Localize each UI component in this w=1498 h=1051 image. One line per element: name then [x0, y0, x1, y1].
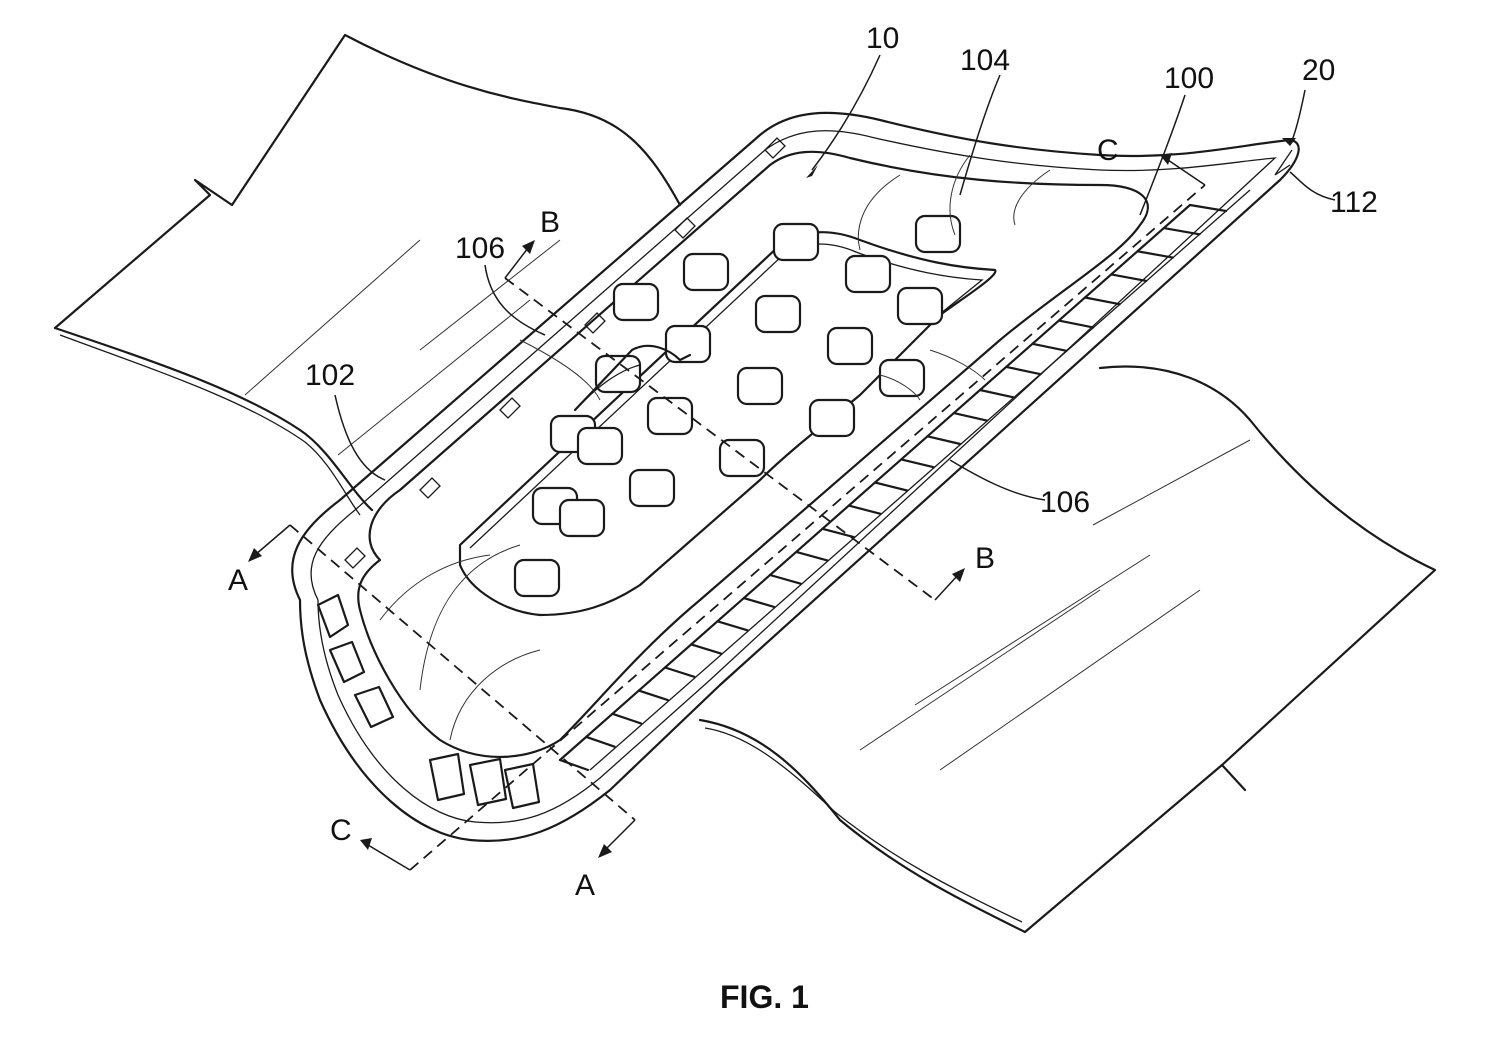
end-bumpers [318, 595, 539, 808]
label-104: 104 [960, 44, 1010, 77]
ridge-segment [718, 621, 748, 630]
ridge-segment [1059, 321, 1093, 328]
ridge-segment [796, 552, 827, 561]
lattice-cell [720, 440, 764, 476]
marker-c-bottom: C [330, 814, 352, 847]
lattice-cell [515, 560, 559, 596]
ridge-segment [849, 506, 881, 514]
ridge-segment [691, 644, 721, 653]
lattice-cell [560, 500, 604, 536]
label-112: 112 [1330, 186, 1378, 219]
ridge-segment [1111, 274, 1146, 281]
lattice-cell [846, 256, 890, 292]
ridge-segment [639, 691, 668, 701]
lattice-cell [756, 296, 800, 332]
label-20: 20 [1302, 54, 1335, 87]
lattice-cell [614, 284, 658, 320]
ridge-segment [1006, 367, 1040, 374]
lattice-cell [648, 398, 692, 434]
lattice-cell [916, 216, 960, 252]
ridge-segment [1138, 251, 1173, 257]
figure-caption: FIG. 1 [720, 979, 809, 1015]
label-10: 10 [866, 22, 899, 55]
ridge-segment [744, 598, 774, 607]
ridge-segment [613, 714, 642, 724]
ridge-segment [770, 575, 801, 584]
ridge-segment [665, 668, 694, 677]
label-100: 100 [1164, 62, 1214, 95]
marker-a-left: A [228, 564, 248, 597]
ridge-segment [586, 737, 614, 747]
lattice-cell [738, 368, 782, 404]
lattice-window [460, 216, 995, 615]
label-102: 102 [305, 359, 355, 392]
label-106-lower: 106 [1040, 486, 1090, 519]
lattice-cell [774, 224, 818, 260]
ridge-segment [875, 483, 907, 491]
reference-numerals: 10 104 100 20 112 106 106 102 [305, 22, 1378, 519]
marker-c-top: C [1097, 134, 1119, 167]
ridge-segment [560, 760, 588, 770]
lower-strap [700, 367, 1435, 932]
lattice-cell [898, 288, 942, 324]
lattice-cell [630, 470, 674, 506]
marker-b-top: B [540, 206, 560, 239]
marker-b-bottom: B [975, 542, 995, 575]
label-106-upper: 106 [455, 232, 505, 265]
ridge-segment [823, 529, 854, 537]
device-shell [292, 113, 1299, 841]
ridge-segment [980, 390, 1013, 397]
ridge-segment [928, 436, 961, 444]
ridge-segment [1164, 228, 1200, 234]
lattice-cell [684, 254, 728, 290]
ridge-segment [901, 459, 933, 467]
ridge-segment [1085, 298, 1120, 305]
lattice-cell [828, 328, 872, 364]
marker-a-bottom: A [575, 869, 595, 902]
ridge-segment [1033, 344, 1067, 351]
lattice-cell [810, 400, 854, 436]
ridge-segment [954, 413, 987, 421]
lattice-cell [880, 360, 924, 396]
lattice-cell [578, 428, 622, 464]
